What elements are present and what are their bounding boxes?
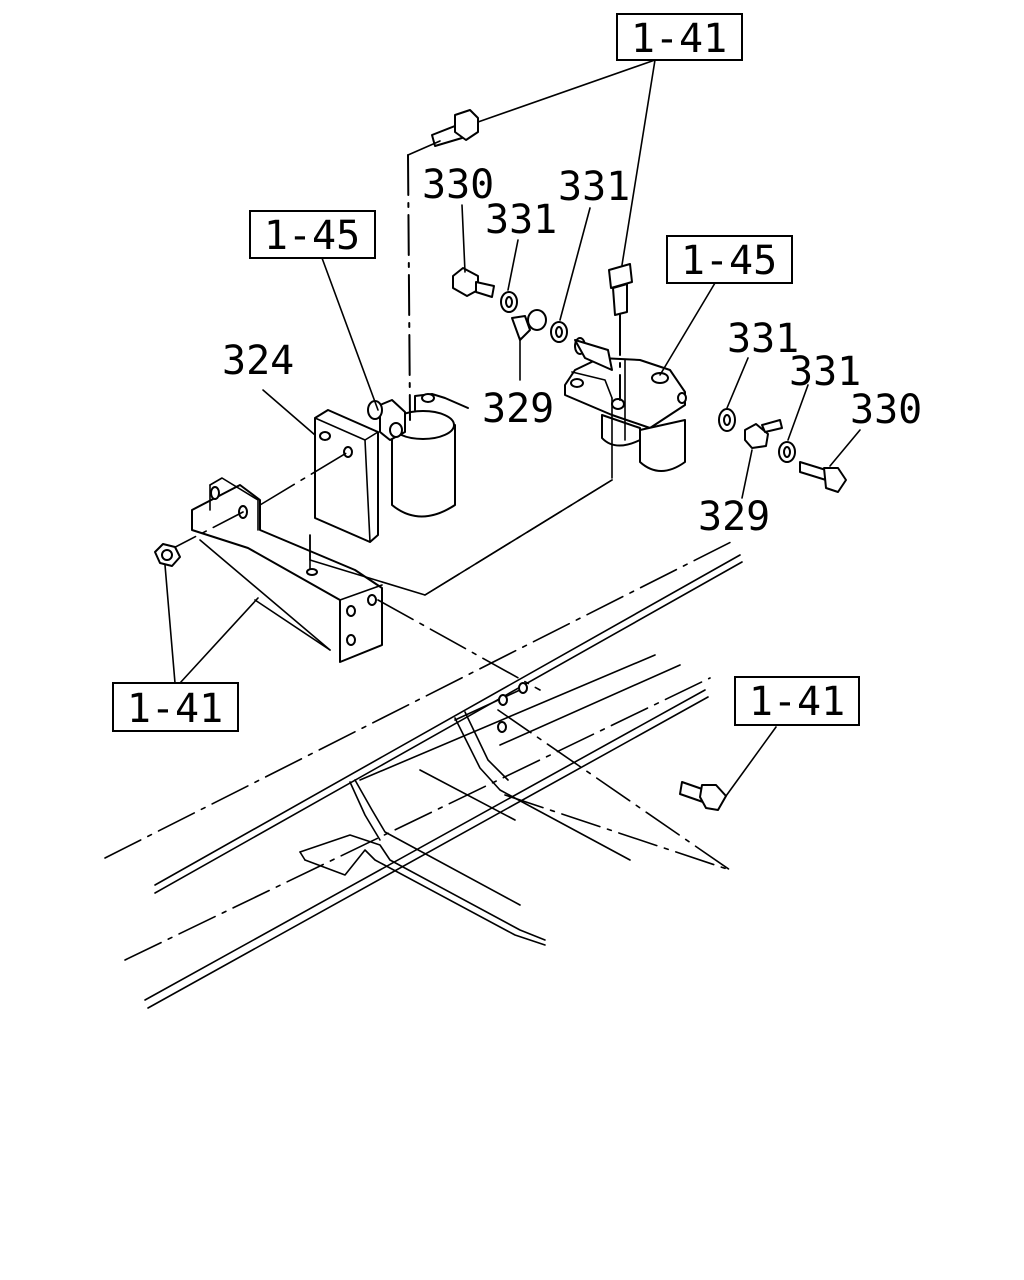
fuel-filter-left: [367, 393, 469, 518]
ref-box-top: 1-41: [616, 13, 743, 62]
leader-lines: [164, 59, 861, 797]
part-329-label: 329: [698, 494, 770, 540]
bracket-324: [159, 409, 379, 556]
part-331-label: 331: [727, 316, 799, 362]
ref-box-bottom-left: 1-41: [112, 682, 239, 732]
ref-label: 1-41: [631, 16, 727, 62]
ref-box-bottom-right: 1-41: [734, 676, 860, 726]
bolt-top-left: [407, 109, 479, 421]
ref-box-left-mid: 1-45: [249, 210, 376, 259]
ref-label: 1-45: [264, 213, 360, 259]
cross-member: [299, 682, 731, 946]
part-331-label: 331: [558, 164, 630, 210]
part-330-label: 330: [850, 387, 922, 433]
part-324-label: 324: [222, 338, 294, 384]
part-330-label: 330: [422, 162, 494, 208]
part-331-label: 331: [789, 349, 861, 395]
frame-rails: [104, 539, 743, 1009]
fittings-top: [452, 267, 568, 343]
ref-label: 1-41: [127, 686, 223, 732]
ref-label: 1-41: [749, 679, 845, 725]
ref-label: 1-45: [681, 238, 777, 284]
fuel-filter-right: [564, 337, 687, 479]
bolt-bottom-right: [679, 781, 727, 811]
part-331-label: 331: [485, 197, 557, 243]
fittings-right: [718, 408, 847, 493]
frame-mounting-bracket: [191, 477, 383, 663]
nut: [154, 543, 181, 567]
part-329-label: 329: [482, 386, 554, 432]
part-labels: 330 331 331 329 324 331 331 330 329: [222, 162, 922, 540]
ref-box-right-mid: 1-45: [666, 235, 793, 284]
connection-lines: [309, 479, 613, 691]
bolt-top-right: [608, 263, 633, 401]
